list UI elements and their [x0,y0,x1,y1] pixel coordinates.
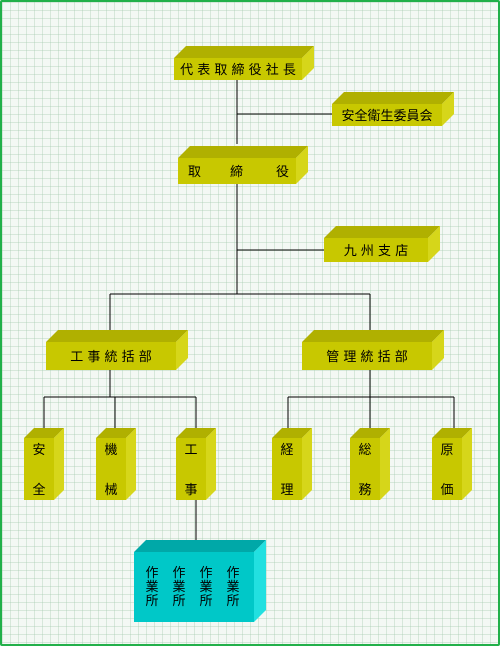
safety-section-box: 安 全 [24,428,64,500]
president-box: 代 表 取 締 役 社 長 [174,46,314,80]
cost-section-box: 原 価 [432,428,472,500]
work-site-1-char-3: 所 [145,594,158,609]
safety-section-label-top: 安 [32,443,45,458]
construction-dept-box: 工 事 統 括 部 [46,330,188,370]
directors-box: 取 締 役 [178,146,308,184]
works-section-label-top: 工 [184,443,197,458]
work-site-1-char-2: 業 [145,579,158,595]
directors-label-1: 取 [188,165,201,180]
machinery-section-label-bottom: 械 [104,483,117,498]
works-section-box: 工 事 [176,428,216,500]
cost-section-label-bottom: 価 [440,483,453,498]
works-section-label-bottom: 事 [184,483,197,498]
work-site-4-char-3: 所 [226,594,239,609]
connector-lines [43,80,455,550]
work-site-1-char-1: 作 [145,566,158,581]
construction-dept-label: 工 事 統 括 部 [70,350,152,365]
general-affairs-section-label-top: 総 [358,443,371,458]
work-site-2-char-2: 業 [172,579,185,595]
accounting-section-box: 経 理 [272,428,312,500]
general-affairs-section-box: 総 務 [350,428,390,500]
work-site-3-char-1: 作 [199,566,212,581]
safety-committee-box: 安全衛生委員会 [332,92,454,126]
kyushu-branch-label: 九 州 支 店 [344,244,408,259]
work-site-2-char-3: 所 [172,594,185,609]
accounting-section-label-bottom: 理 [280,483,293,498]
directors-label-2: 締 [230,164,243,180]
kyushu-branch-box: 九 州 支 店 [324,226,440,262]
directors-label-3: 役 [276,165,289,180]
work-site-4-char-2: 業 [226,579,239,595]
machinery-section-label-top: 機 [104,443,117,458]
accounting-section-label-top: 経 [280,443,293,458]
admin-dept-label: 管 理 統 括 部 [326,350,408,365]
work-site-3-char-3: 所 [199,594,212,609]
admin-dept-box: 管 理 統 括 部 [302,330,444,370]
work-site-2-char-1: 作 [172,566,185,581]
cost-section-label-top: 原 [440,443,453,458]
work-site-3-char-2: 業 [199,579,212,595]
general-affairs-section-label-bottom: 務 [358,483,371,498]
safety-section-label-bottom: 全 [32,482,45,498]
president-label: 代 表 取 締 役 社 長 [180,62,296,78]
safety-committee-label: 安全衛生委員会 [341,108,432,124]
work-site-4-char-1: 作 [226,566,239,581]
machinery-section-box: 機 械 [96,428,136,500]
